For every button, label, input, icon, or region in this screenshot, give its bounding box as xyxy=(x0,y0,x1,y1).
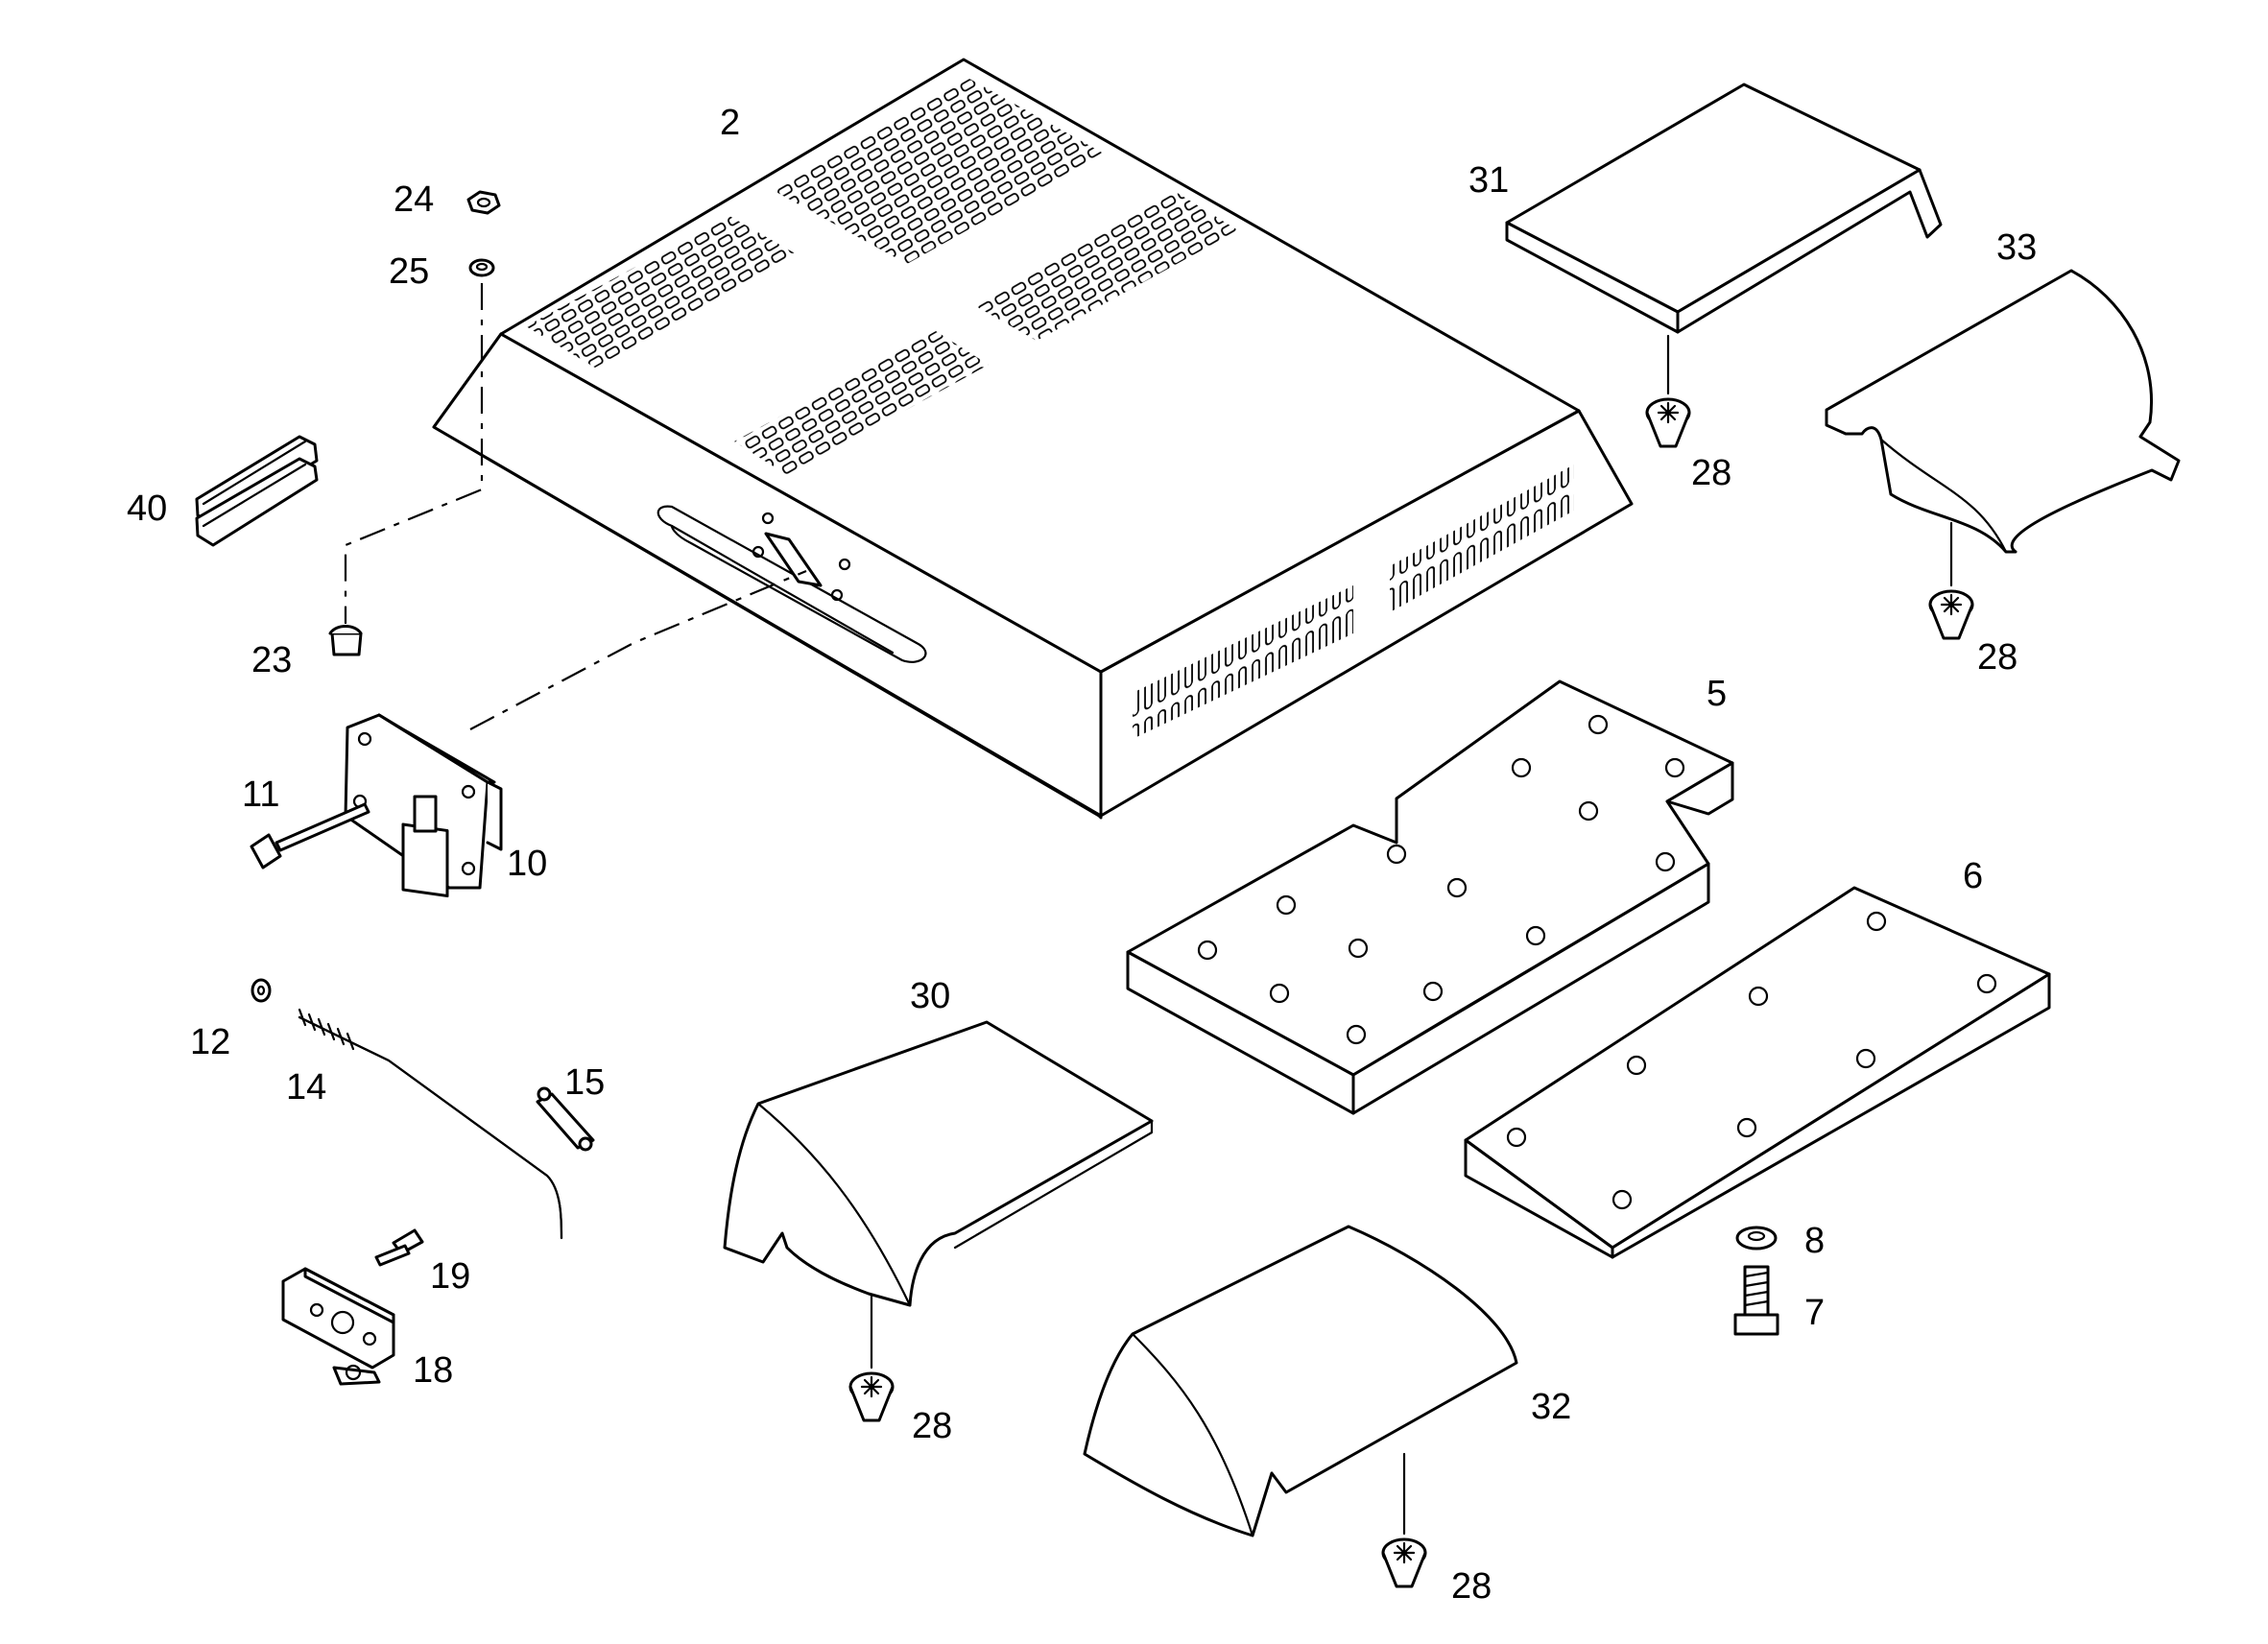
cover-latch-plate xyxy=(764,532,823,587)
vent-grid-top-left xyxy=(526,216,797,368)
label-part-14: 14 xyxy=(286,1067,326,1108)
part-2-cover xyxy=(432,58,1634,820)
label-part-23: 23 xyxy=(251,640,292,680)
part-32-rounded-cap xyxy=(1083,1225,1518,1537)
vent-grid-mid-left xyxy=(734,331,989,475)
part-10-latch xyxy=(344,713,503,898)
label-part-31: 31 xyxy=(1468,160,1509,201)
part-40-trim-clip xyxy=(195,435,319,547)
label-part-19: 19 xyxy=(430,1256,470,1297)
part-25-lock-washer xyxy=(468,258,495,277)
label-part-33: 33 xyxy=(1996,227,2037,268)
part-23-spacer xyxy=(328,625,363,656)
label-part-8: 8 xyxy=(1804,1221,1825,1261)
part-7-bolt xyxy=(1733,1265,1779,1336)
label-part-28-b: 28 xyxy=(1977,637,2017,678)
side-vent-slots-1 xyxy=(1133,585,1353,739)
part-8-washer xyxy=(1735,1226,1778,1251)
label-part-6: 6 xyxy=(1963,856,1983,896)
part-31-flat-cap xyxy=(1505,83,1943,334)
part-28-fastener-c xyxy=(848,1371,895,1422)
label-part-15: 15 xyxy=(564,1062,605,1103)
label-part-12: 12 xyxy=(190,1022,230,1062)
part-14-threaded-rod xyxy=(298,1008,563,1240)
label-part-24: 24 xyxy=(394,179,434,220)
part-labels: 2 5 6 7 8 10 11 12 14 15 18 19 23 24 25 … xyxy=(127,103,2037,1607)
label-part-7: 7 xyxy=(1804,1293,1825,1333)
part-6-rect-plate xyxy=(1464,886,2051,1259)
label-part-11: 11 xyxy=(242,774,279,815)
part-12-clip-ring xyxy=(251,978,272,1003)
vent-grid-right xyxy=(974,192,1238,341)
part-11-screw xyxy=(250,802,370,870)
label-part-5: 5 xyxy=(1707,674,1727,714)
part-19-hinge-screw xyxy=(374,1228,424,1267)
part-28-fastener-b xyxy=(1928,589,1974,640)
vent-grid-top-center xyxy=(773,79,1104,264)
side-vent-slots-2 xyxy=(1390,465,1574,612)
label-part-40: 40 xyxy=(127,488,167,529)
label-part-28-a: 28 xyxy=(1691,453,1731,493)
part-33-notched-cap xyxy=(1825,269,2181,554)
plate-6-holes xyxy=(1506,911,1997,1210)
part-15-rod-clamp xyxy=(536,1086,595,1152)
part-24-hex-nut xyxy=(466,190,501,215)
part-28-fastener-a xyxy=(1645,397,1691,448)
label-part-32: 32 xyxy=(1531,1387,1571,1427)
label-part-28-c: 28 xyxy=(912,1406,952,1446)
label-part-18: 18 xyxy=(413,1350,453,1391)
part-5-stepped-plate xyxy=(1126,679,1734,1115)
part-30-rounded-cap xyxy=(723,1020,1154,1307)
cover-handle xyxy=(657,505,927,663)
label-part-30: 30 xyxy=(910,976,950,1016)
label-part-10: 10 xyxy=(507,844,547,884)
part-18-hinge-block xyxy=(281,1267,395,1386)
part-28-fastener-d xyxy=(1381,1537,1427,1588)
plate-5-holes xyxy=(1197,714,1685,1045)
label-part-2: 2 xyxy=(720,103,740,143)
label-part-25: 25 xyxy=(389,251,429,292)
label-part-28-d: 28 xyxy=(1451,1566,1492,1607)
